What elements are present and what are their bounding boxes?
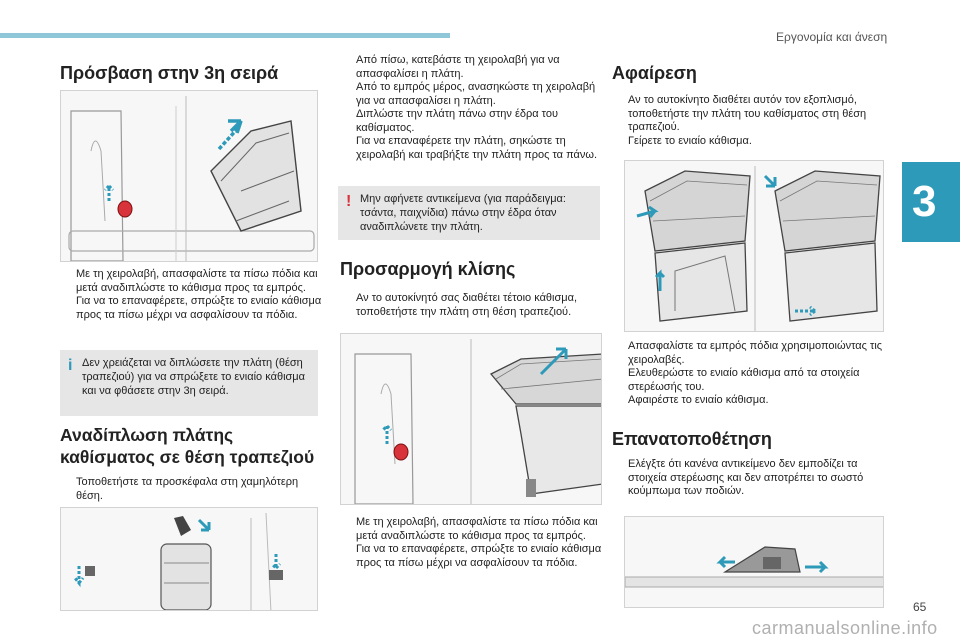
- section-title-removal: Αφαίρεση: [612, 63, 697, 83]
- warning-icon: !: [346, 193, 352, 210]
- list-item: Για να το επαναφέρετε, σπρώξτε το ενιαίο…: [76, 295, 322, 321]
- section-title-fold-table: Αναδίπλωση πλάτης καθίσματος σε θέση τρα…: [60, 425, 315, 467]
- section-title-3rd-row-access: Πρόσβαση στην 3η σειρά: [60, 63, 279, 83]
- chapter-tab: 3: [902, 162, 960, 242]
- section-title-refit: Επανατοποθέτηση: [612, 429, 772, 449]
- col3-mid-steps: Απασφαλίστε τα εμπρός πόδια χρησιμοποιών…: [612, 340, 884, 408]
- figure-seat-refit: [624, 516, 884, 608]
- list-item: Γείρετε το ενιαίο κάθισμα.: [628, 134, 752, 147]
- chapter-number: 3: [912, 177, 937, 226]
- list-item: Από το εμπρός μέρος, ανασηκώστε τη χειρο…: [356, 81, 596, 107]
- figure-headrest-lower: [60, 507, 318, 611]
- section-header-title: Εργονομία και άνεση: [776, 30, 888, 44]
- figure-recline-adjust: [340, 333, 602, 505]
- figure-seat-removal: [624, 160, 884, 332]
- list-item: Απασφαλίστε τα εμπρός πόδια χρησιμοποιών…: [628, 340, 883, 366]
- col3-section-steps: Ελέγξτε ότι κανένα αντικείμενο δεν εμποδ…: [612, 458, 884, 499]
- warning-note: ! Μην αφήνετε αντικείμενα (για παράδειγμ…: [338, 186, 600, 240]
- list-item: Από πίσω, κατεβάστε τη χειρολαβή για να …: [356, 54, 560, 80]
- figure-seat-fold-forward: [60, 90, 318, 262]
- page-number: 65: [913, 600, 927, 614]
- list-item: Με τη χειρολαβή, απασφαλίστε τα πίσω πόδ…: [356, 516, 598, 542]
- list-item: Αν το αυτοκίνητο διαθέτει αυτόν τον εξοπ…: [628, 94, 867, 133]
- col1-steps: Με τη χειρολαβή, απασφαλίστε τα πίσω πόδ…: [60, 268, 322, 322]
- info-icon: i: [68, 357, 73, 374]
- col3-steps: Αν το αυτοκίνητο διαθέτει αυτόν τον εξοπ…: [612, 94, 884, 148]
- col1-section2-steps: Τοποθετήστε τα προσκέφαλα στη χαμηλότερη…: [60, 476, 322, 503]
- list-item: Τοποθετήστε τα προσκέφαλα στη χαμηλότερη…: [76, 476, 299, 502]
- watermark: carmanualsonline.info: [752, 618, 938, 638]
- list-item: Αν το αυτοκίνητό σας διαθέτει τέτοιο κάθ…: [356, 292, 578, 318]
- section-title-recline: Προσαρμογή κλίσης: [340, 259, 516, 279]
- info-note: i Δεν χρειάζεται να διπλώσετε την πλάτη …: [60, 350, 318, 416]
- list-item: Διπλώστε την πλάτη πάνω στην έδρα του κα…: [356, 108, 558, 134]
- list-item: Για να το επαναφέρετε, σπρώξτε το ενιαίο…: [356, 543, 602, 569]
- list-item: Ελέγξτε ότι κανένα αντικείμενο δεν εμποδ…: [628, 458, 864, 497]
- list-item: Αφαιρέστε το ενιαίο κάθισμα.: [628, 394, 769, 406]
- col2-bottom-steps: Με τη χειρολαβή, απασφαλίστε τα πίσω πόδ…: [340, 516, 604, 570]
- list-item: Για να επαναφέρετε την πλάτη, σηκώστε τη…: [356, 135, 598, 161]
- list-item: Με τη χειρολαβή, απασφαλίστε τα πίσω πόδ…: [76, 268, 318, 294]
- header-accent-bar: [0, 33, 450, 38]
- col2-steps: Από πίσω, κατεβάστε τη χειρολαβή για να …: [340, 54, 604, 162]
- col2-section-steps: Αν το αυτοκίνητό σας διαθέτει τέτοιο κάθ…: [340, 292, 604, 319]
- list-item: Ελευθερώστε το ενιαίο κάθισμα από τα στο…: [628, 367, 860, 393]
